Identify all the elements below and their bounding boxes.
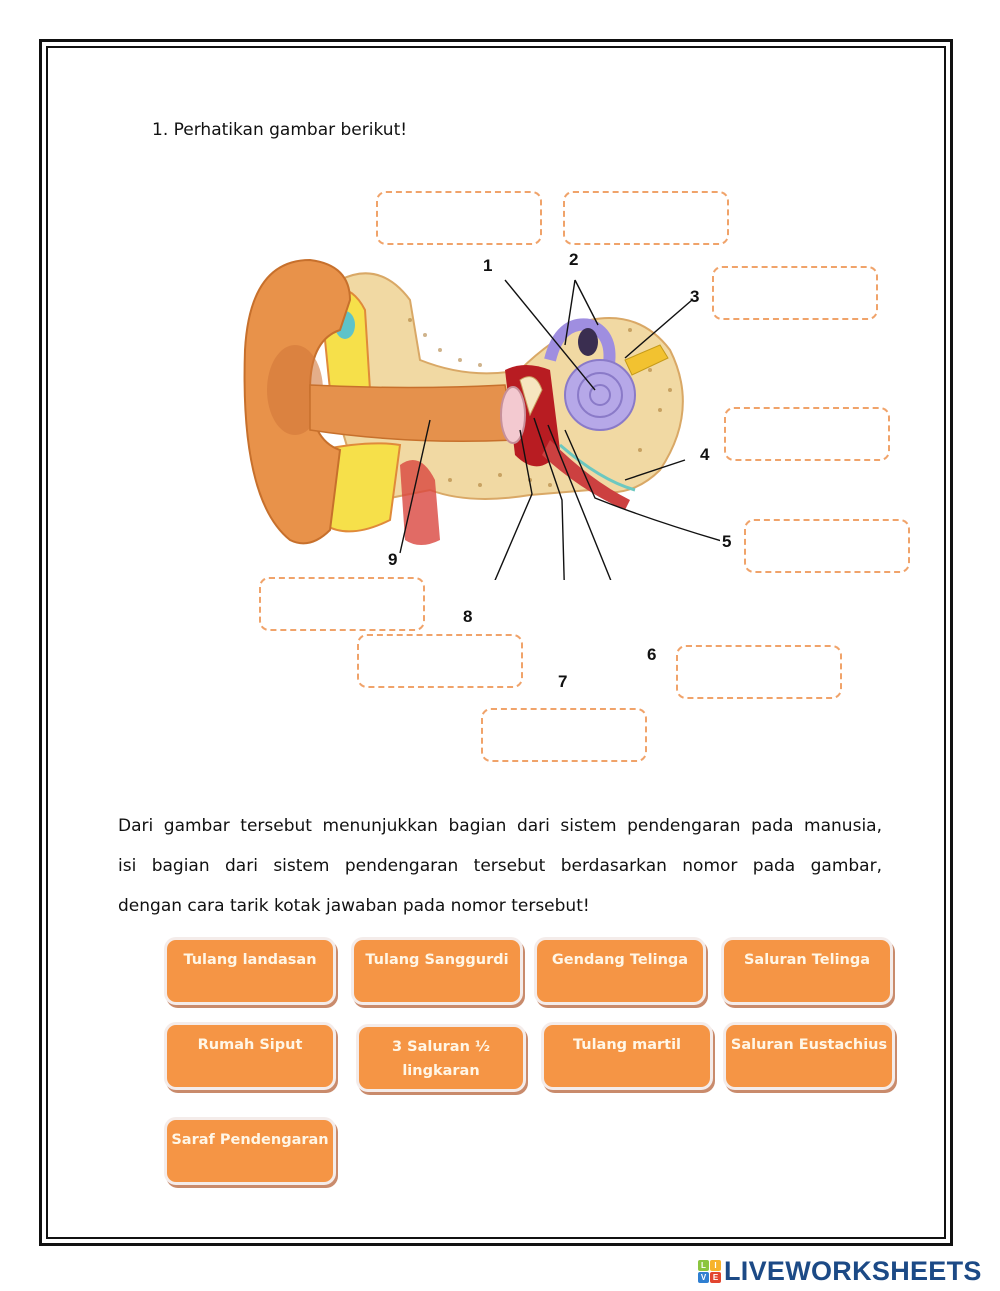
- figure-label-9: 9: [388, 550, 398, 569]
- figure-label-7: 7: [558, 672, 568, 691]
- logo-text: LIVEWORKSHEETS: [724, 1255, 982, 1286]
- question-title: 1. Perhatikan gambar berikut!: [152, 120, 408, 140]
- drop-zone-8[interactable]: [357, 634, 523, 688]
- answer-chip-tulang-sanggurdi[interactable]: Tulang Sanggurdi: [354, 940, 520, 1002]
- drop-zone-6[interactable]: [676, 645, 842, 699]
- answer-chip-tulang-landasan[interactable]: Tulang landasan: [167, 940, 333, 1002]
- figure-label-1: 1: [483, 256, 493, 275]
- answer-chip-gendang-telinga[interactable]: Gendang Telinga: [537, 940, 703, 1002]
- figure-label-2: 2: [569, 250, 579, 269]
- figure-label-8: 8: [463, 607, 473, 626]
- drop-zone-4[interactable]: [724, 407, 890, 461]
- logo-tiles-icon: L I V E: [698, 1259, 721, 1283]
- answer-chip-rumah-siput[interactable]: Rumah Siput: [167, 1025, 333, 1087]
- ear-diagram-image: [243, 258, 720, 580]
- page-border-inner: [46, 46, 946, 1239]
- figure-label-3: 3: [690, 287, 700, 306]
- drop-zone-7[interactable]: [481, 708, 647, 762]
- figure-label-5: 5: [722, 532, 732, 551]
- answer-chip-tulang-martil[interactable]: Tulang martil: [544, 1025, 710, 1087]
- instructions-paragraph: Dari gambar tersebut menunjukkan bagian …: [118, 806, 882, 926]
- page-border-outer: [39, 39, 953, 1246]
- drop-zone-9[interactable]: [259, 577, 425, 631]
- drop-zone-2[interactable]: [563, 191, 729, 245]
- liveworksheets-logo: L I V E LIVEWORKSHEETS: [698, 1256, 982, 1286]
- answer-chip-saluran-eustachius[interactable]: Saluran Eustachius: [726, 1025, 892, 1087]
- figure-label-6: 6: [647, 645, 657, 664]
- drop-zone-3[interactable]: [712, 266, 878, 320]
- instructions-line-3: dengan cara tarik kotak jawaban pada nom…: [118, 896, 590, 916]
- figure-label-4: 4: [700, 445, 710, 464]
- answer-chip-3-saluran-setengah-lingkaran[interactable]: 3 Saluran ½ lingkaran: [359, 1027, 523, 1089]
- instructions-line-2: isi bagian dari sistem pendengaran terse…: [118, 856, 882, 876]
- drop-zone-5[interactable]: [744, 519, 910, 573]
- instructions-line-1: Dari gambar tersebut menunjukkan bagian …: [118, 816, 882, 836]
- answer-chip-saraf-pendengaran[interactable]: Saraf Pendengaran: [167, 1120, 333, 1182]
- answer-chip-saluran-telinga[interactable]: Saluran Telinga: [724, 940, 890, 1002]
- drop-zone-1[interactable]: [376, 191, 542, 245]
